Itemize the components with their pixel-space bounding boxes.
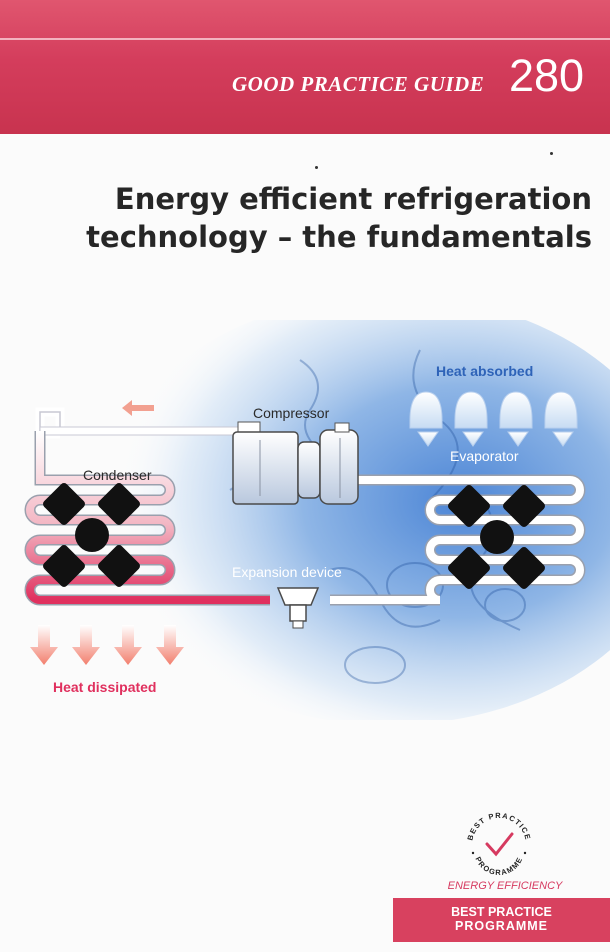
condenser-coil bbox=[24, 431, 270, 606]
compressor bbox=[232, 421, 359, 505]
best-practice-badge: BEST PRACTICE PROGRAMME bbox=[393, 898, 610, 942]
header-banner bbox=[0, 0, 610, 134]
heat-absorbed-waves bbox=[409, 391, 578, 447]
condenser-fan bbox=[43, 483, 140, 587]
evaporator-label: Evaporator bbox=[450, 448, 519, 464]
condenser-label: Condenser bbox=[83, 467, 152, 483]
expansion-device bbox=[276, 587, 320, 629]
header-divider bbox=[0, 38, 610, 40]
series-label: GOOD PRACTICE GUIDE bbox=[232, 72, 485, 96]
compressor-label: Compressor bbox=[253, 405, 330, 421]
evaporator-fan bbox=[448, 485, 545, 589]
speck bbox=[550, 152, 553, 155]
badge-line-1: BEST PRACTICE bbox=[451, 905, 552, 919]
refrigeration-cycle-diagram: Compressor Condenser Evaporator Expansio… bbox=[24, 320, 610, 720]
svg-text:BEST PRACTICE: BEST PRACTICE bbox=[465, 811, 532, 841]
expansion-device-label: Expansion device bbox=[232, 564, 342, 580]
cover-title: Energy efficient refrigeration technolog… bbox=[86, 180, 592, 256]
energy-efficiency-label: ENERGY EFFICIENCY bbox=[447, 880, 563, 892]
title-line-2: technology – the fundamentals bbox=[86, 220, 592, 254]
heat-dissipated-arrows bbox=[30, 625, 184, 665]
hot-gas-line bbox=[39, 426, 241, 436]
heat-dissipated-label: Heat dissipated bbox=[53, 679, 156, 695]
heat-absorbed-label: Heat absorbed bbox=[436, 363, 533, 379]
svg-text:PROGRAMME: PROGRAMME bbox=[473, 855, 524, 877]
best-practice-logo: BEST PRACTICE PROGRAMME bbox=[465, 811, 532, 877]
badge-line-2: PROGRAMME bbox=[454, 919, 549, 933]
guide-number: 280 bbox=[509, 50, 585, 101]
title-line-1: Energy efficient refrigeration bbox=[114, 182, 592, 216]
speck bbox=[315, 166, 318, 169]
flow-arrow-icon bbox=[122, 400, 154, 416]
